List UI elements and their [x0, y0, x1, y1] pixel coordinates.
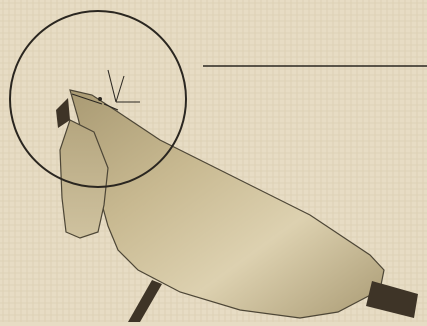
joint-dot: [98, 97, 102, 101]
